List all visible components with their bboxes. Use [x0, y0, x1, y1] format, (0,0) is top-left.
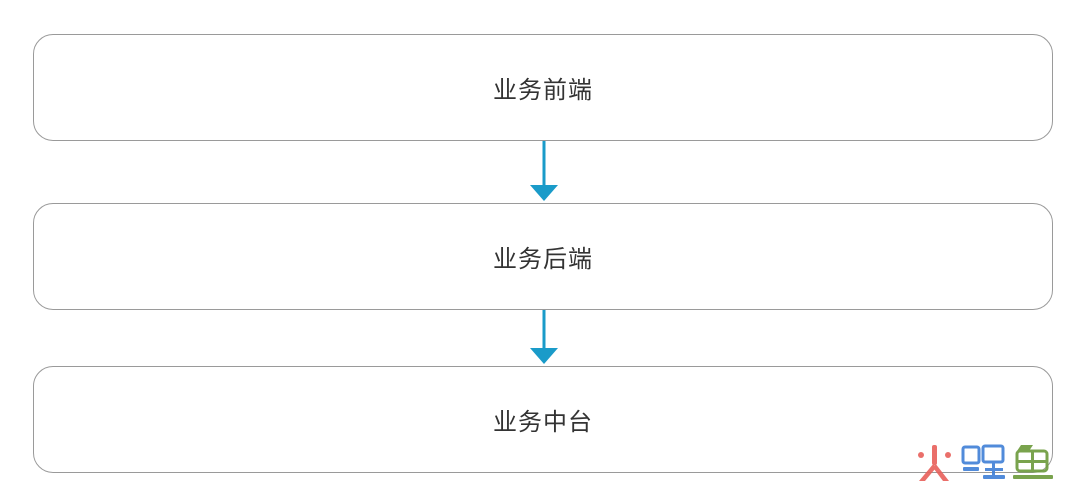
down-arrow-icon — [530, 310, 558, 364]
down-arrow-icon — [530, 141, 558, 201]
watermark-logo — [918, 444, 1053, 481]
box-label: 业务中台 — [493, 408, 593, 436]
box-label: 业务前端 — [493, 76, 593, 104]
box-business-middle-platform: 业务中台 — [33, 366, 1053, 473]
box-label: 业务后端 — [493, 245, 593, 273]
box-business-frontend: 业务前端 — [33, 34, 1053, 141]
box-business-backend: 业务后端 — [33, 203, 1053, 310]
